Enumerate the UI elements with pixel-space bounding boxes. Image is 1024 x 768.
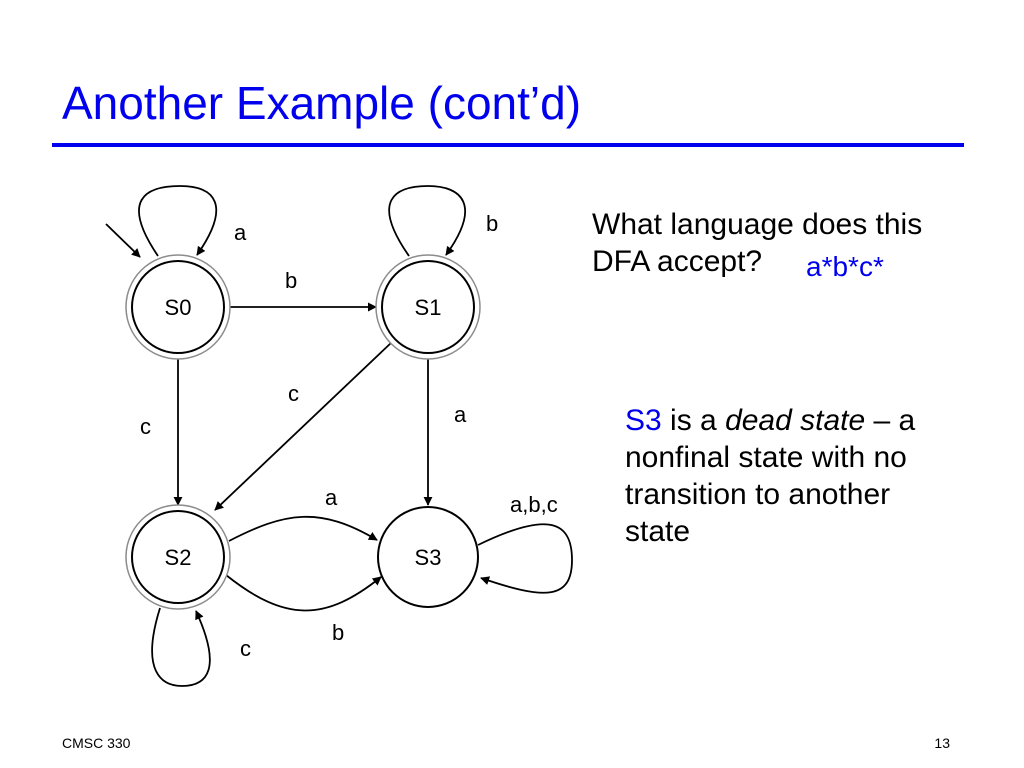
- answer-text: a*b*c*: [806, 251, 884, 282]
- footer-page-number: 13: [934, 735, 950, 751]
- label-s1-s2: c: [288, 381, 299, 406]
- state-s2: S2: [125, 504, 231, 610]
- edge-s2-s3-b: [225, 574, 382, 612]
- edge-s2-s3-a: [228, 515, 378, 542]
- state-s2-label: S2: [165, 545, 192, 570]
- label-s2-loop: c: [240, 636, 251, 661]
- label-s0-s2: c: [140, 414, 151, 439]
- edge-s0-s0-loop: [138, 185, 218, 257]
- state-s1-label: S1: [415, 295, 442, 320]
- note-line-1: S3 is a dead state – a: [625, 402, 985, 439]
- note-text-is-a: is a: [661, 404, 726, 437]
- label-s0-loop: a: [234, 220, 247, 245]
- start-arrow: [105, 223, 141, 258]
- dead-state-note: S3 is a dead state – a nonfinal state wi…: [625, 402, 985, 550]
- label-s3-loop: a,b,c: [510, 492, 558, 517]
- edge-s1-s2: [214, 341, 393, 511]
- state-s0-label: S0: [165, 295, 192, 320]
- title-underline: [52, 143, 964, 147]
- question-line-1: What language does this: [592, 208, 923, 241]
- label-s2-s3-a: a: [325, 485, 338, 510]
- question-line-2: DFA accept?: [592, 245, 763, 278]
- question-text: What language does this DFA accept?: [592, 206, 922, 280]
- edge-s3-s3-loop: [477, 523, 573, 594]
- label-s2-s3-b: b: [332, 620, 344, 645]
- label-s1-loop: b: [486, 211, 498, 236]
- note-line-2: nonfinal state with no: [625, 441, 907, 474]
- note-line-3: transition to another: [625, 478, 891, 511]
- state-s3-label: S3: [415, 545, 442, 570]
- note-text-dash: – a: [865, 404, 916, 437]
- note-line-4: state: [625, 515, 691, 548]
- note-term-dead-state: dead state: [725, 404, 866, 437]
- label-s1-s3: a: [454, 402, 467, 427]
- edge-s2-s2-loop: [151, 607, 211, 687]
- state-s1: S1: [375, 254, 481, 360]
- state-s3: S3: [377, 506, 479, 608]
- state-s0: S0: [125, 254, 231, 360]
- slide-title: Another Example (cont’d): [62, 77, 582, 129]
- footer-course: CMSC 330: [62, 735, 131, 751]
- label-s0-s1: b: [285, 268, 297, 293]
- edge-s1-s1-loop: [388, 185, 466, 257]
- note-term-s3: S3: [625, 404, 662, 437]
